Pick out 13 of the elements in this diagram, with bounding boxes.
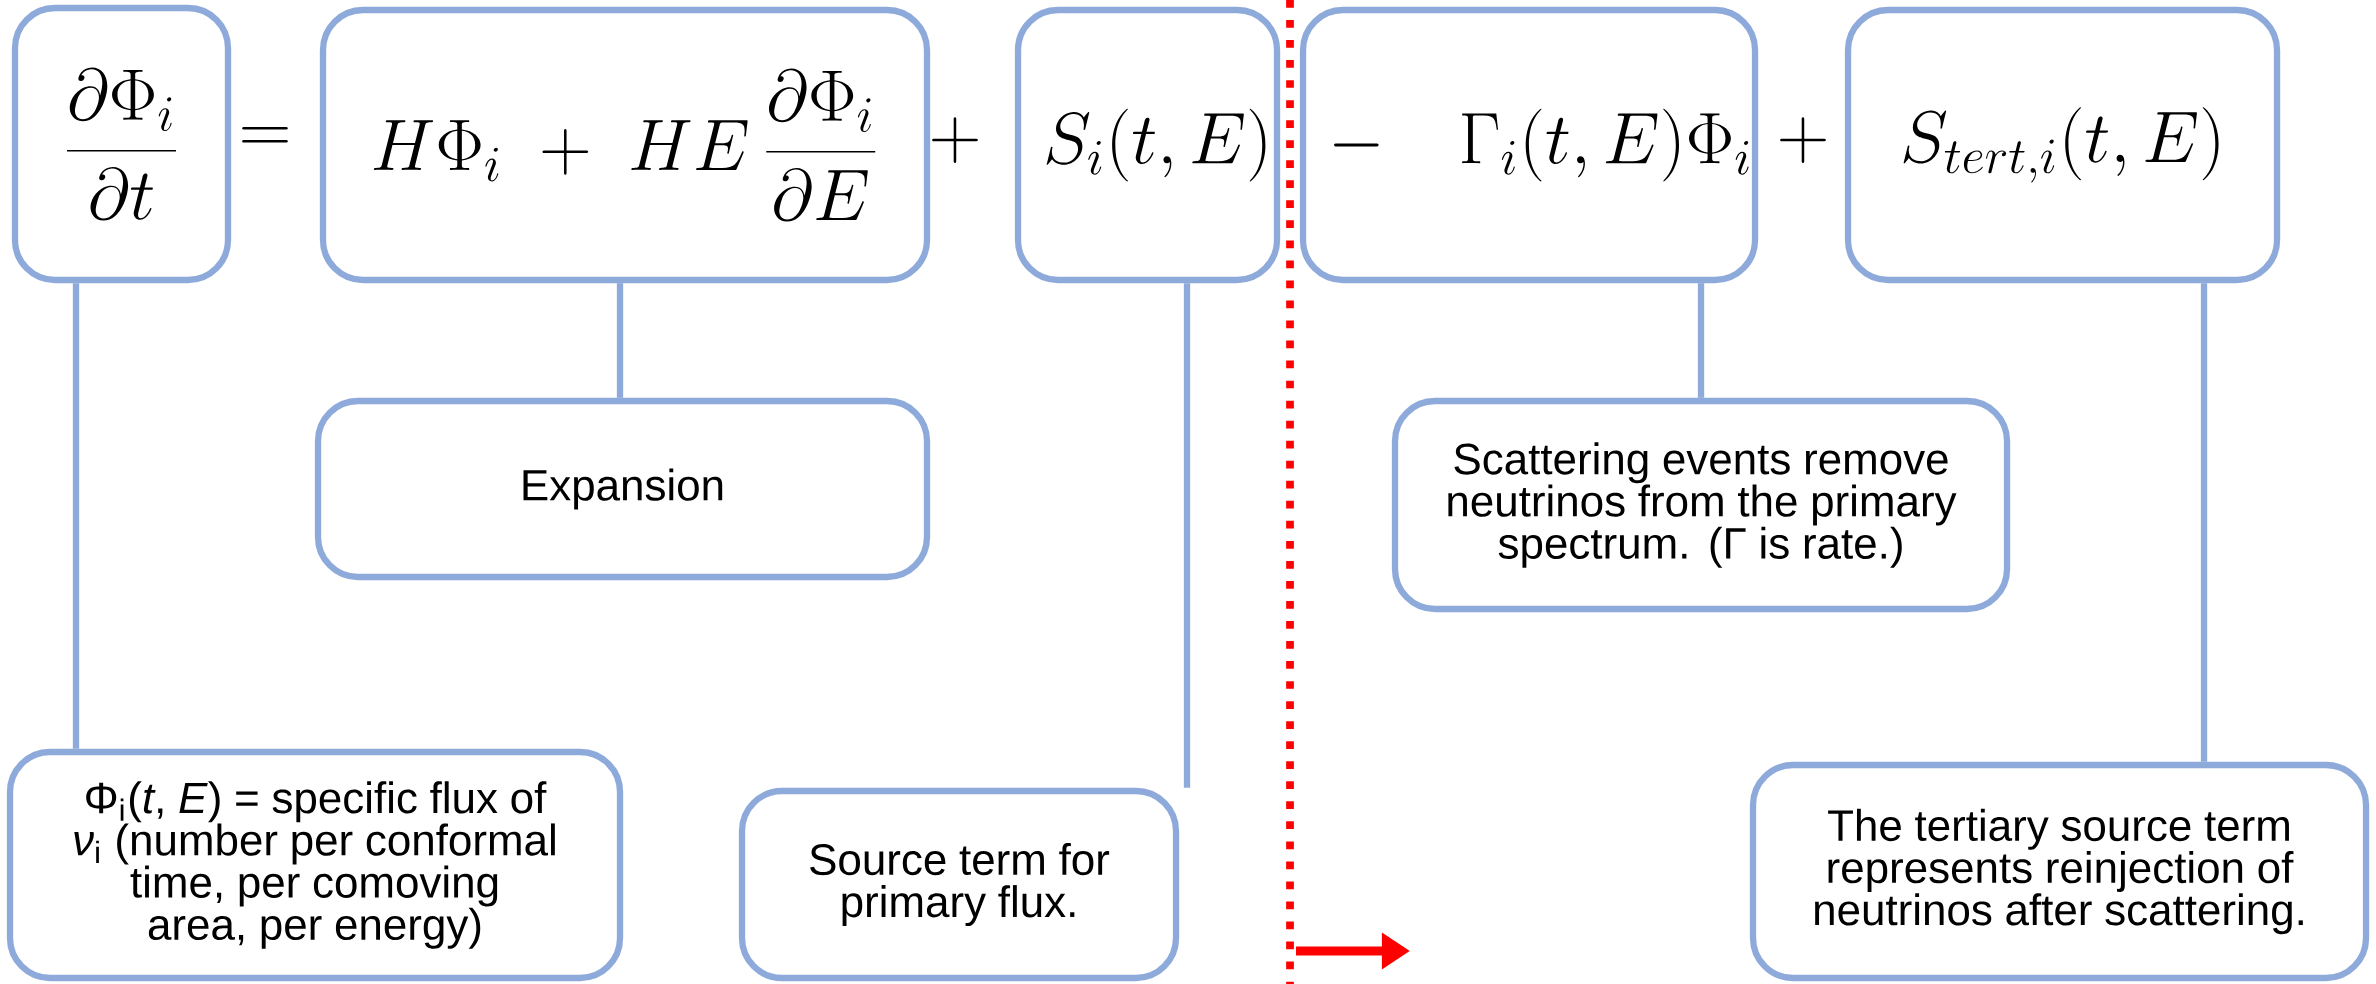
operator-sign: $=$: [242, 127, 288, 143]
formula-box: $-\quad\Gamma_i(t,E)\Phi_i$: [1299, 6, 1759, 284]
callout-box: Source term for primary flux.: [738, 787, 1180, 982]
operator-sign: $+$: [1780, 117, 1826, 163]
formula-box: $S_{tert,i}(t,E)$: [1844, 6, 2281, 284]
formula-box: $\frac{\partial\Phi_i}{\partial t}$: [11, 4, 232, 284]
formula-box: $H\Phi_i \;+\; HE\,\frac{\partial\Phi_i}{\partial E}$: [319, 6, 931, 284]
callout-box: Expansion: [314, 397, 931, 581]
callout-box: Scattering events remove neutrinos from the primary spectrum. (Γ is rate.): [1391, 397, 2011, 613]
callout-box: The tertiary source term represents reinjection of neutrinos after scattering.: [1749, 761, 2370, 982]
callout-box: Φ$_{i}$(t, E) = specific flux of ν$_{i}$ (number per conformal time, per comoving area, per energy): [6, 748, 624, 982]
operator-sign: $+$: [932, 117, 978, 163]
formula-box: $S_i(t,E)$: [1014, 6, 1281, 284]
